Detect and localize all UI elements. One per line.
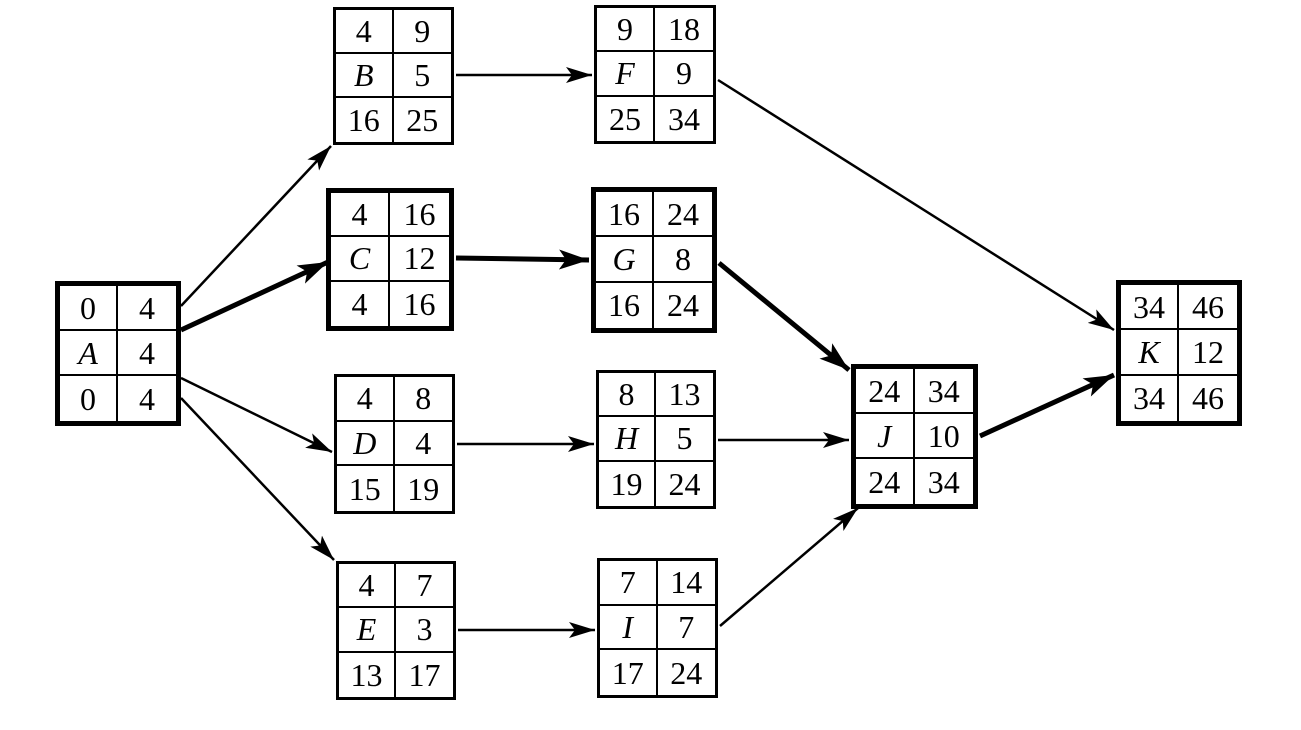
late-finish-cell: 34 bbox=[668, 100, 700, 137]
activity-name-cell: D bbox=[337, 421, 395, 467]
late-start-cell: 25 bbox=[597, 96, 655, 141]
late-start-cell: 16 bbox=[336, 98, 394, 142]
activity-name-cell: K bbox=[1121, 330, 1179, 376]
early-finish-cell: 24 bbox=[654, 192, 712, 238]
duration-cell: 4 bbox=[394, 422, 452, 467]
duration-cell: 12 bbox=[390, 237, 449, 282]
duration-cell: 4 bbox=[118, 331, 176, 376]
early-finish-cell: 9 bbox=[393, 10, 451, 54]
early-start-cell: 4 bbox=[336, 10, 394, 54]
duration-cell: 5 bbox=[656, 417, 713, 462]
early-finish-cell: 18 bbox=[655, 8, 713, 53]
late-start-cell: 24 bbox=[856, 459, 915, 504]
late-start-cell: 0 bbox=[60, 376, 118, 421]
early-start-cell: 4 bbox=[337, 377, 395, 422]
duration-cell: 8 bbox=[654, 237, 712, 283]
activity-name-cell: F bbox=[597, 52, 655, 97]
late-finish-cell: 24 bbox=[668, 465, 701, 502]
duration-cell: 9 bbox=[655, 52, 713, 97]
early-start-cell: 4 bbox=[331, 193, 390, 238]
activity-name-cell: B bbox=[336, 54, 394, 98]
late-start-cell: 15 bbox=[337, 466, 395, 511]
early-finish-cell: 16 bbox=[390, 193, 449, 238]
early-start-cell: 16 bbox=[596, 192, 654, 238]
edge-f-to-k bbox=[717, 78, 1115, 332]
edge-g-to-j bbox=[717, 261, 851, 372]
late-start-cell: 19 bbox=[599, 461, 656, 506]
edge-a-to-e bbox=[180, 397, 335, 561]
late-finish-cell: 25 bbox=[406, 102, 439, 138]
late-start-cell: 17 bbox=[600, 650, 658, 695]
duration-cell: 5 bbox=[393, 54, 451, 98]
late-start-cell: 13 bbox=[339, 652, 396, 697]
edge-c-to-g bbox=[455, 249, 590, 270]
late-start-cell: 16 bbox=[596, 282, 654, 328]
edge-j-to-k bbox=[978, 372, 1116, 439]
early-start-cell: 34 bbox=[1121, 285, 1179, 331]
activity-name-cell: J bbox=[856, 414, 915, 459]
edge-a-to-d bbox=[180, 376, 333, 454]
early-finish-cell: 14 bbox=[657, 561, 715, 606]
early-finish-cell: 46 bbox=[1179, 285, 1237, 331]
late-finish-cell: 34 bbox=[927, 463, 960, 500]
late-finish-cell: 4 bbox=[139, 380, 155, 417]
activity-name-cell: I bbox=[600, 605, 658, 651]
early-finish-cell: 8 bbox=[394, 377, 452, 422]
edge-a-to-b bbox=[180, 145, 332, 307]
early-start-cell: 0 bbox=[60, 286, 118, 331]
late-start-cell: 4 bbox=[331, 281, 390, 326]
activity-name-cell: C bbox=[331, 237, 390, 282]
activity-name-cell: E bbox=[339, 608, 396, 653]
late-finish-cell: 24 bbox=[667, 287, 699, 324]
edge-a-to-c bbox=[179, 259, 330, 333]
early-finish-cell: 34 bbox=[914, 369, 973, 414]
early-finish-cell: 4 bbox=[118, 286, 176, 331]
early-start-cell: 9 bbox=[597, 8, 655, 53]
activity-name-cell: A bbox=[60, 331, 118, 376]
late-finish-cell: 19 bbox=[407, 470, 440, 507]
early-start-cell: 24 bbox=[856, 369, 915, 414]
duration-cell: 7 bbox=[657, 606, 715, 651]
early-start-cell: 7 bbox=[600, 561, 658, 606]
late-start-cell: 34 bbox=[1121, 375, 1179, 421]
early-start-cell: 4 bbox=[339, 564, 396, 609]
early-start-cell: 8 bbox=[599, 373, 656, 418]
late-finish-cell: 17 bbox=[408, 656, 441, 693]
duration-cell: 12 bbox=[1179, 330, 1237, 376]
edge-i-to-j bbox=[719, 507, 859, 627]
early-finish-cell: 7 bbox=[396, 564, 453, 609]
late-finish-cell: 16 bbox=[403, 285, 436, 322]
activity-name-cell: G bbox=[596, 237, 654, 283]
activity-name-cell: H bbox=[599, 417, 656, 462]
duration-cell: 3 bbox=[396, 608, 453, 653]
late-finish-cell: 24 bbox=[670, 654, 703, 691]
late-finish-cell: 46 bbox=[1192, 380, 1224, 417]
duration-cell: 10 bbox=[914, 414, 973, 459]
early-finish-cell: 13 bbox=[656, 373, 713, 418]
